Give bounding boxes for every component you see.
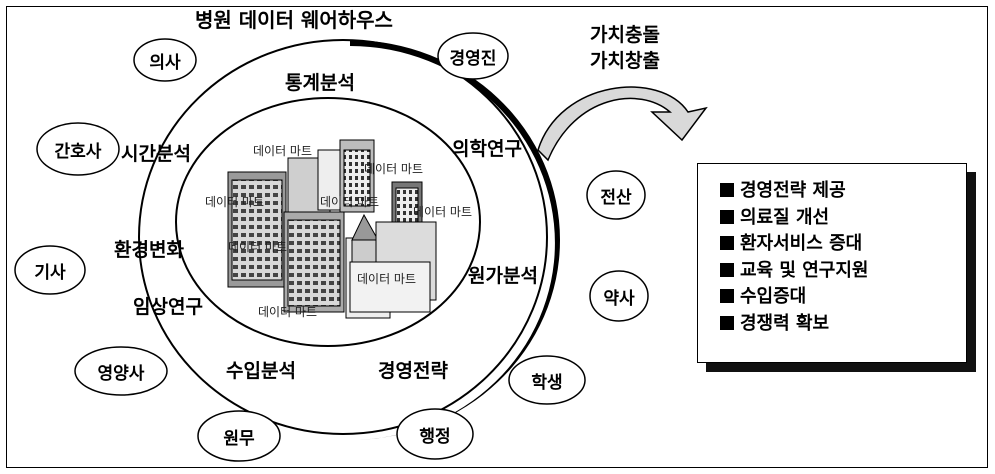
data-mart-label: 데이터 마트 (258, 305, 318, 319)
outer-circle (138, 39, 548, 435)
role-dietitian: 영양사 (74, 346, 168, 396)
role-pharmacist: 약사 (589, 270, 649, 322)
bullet-square-icon (720, 315, 734, 330)
value-labels: 가치충돌 가치창출 (590, 22, 660, 74)
label-environment-change: 환경변화 (114, 239, 184, 261)
label-cost-analysis: 원가분석 (468, 265, 538, 287)
role-nurse: 간호사 (36, 122, 120, 176)
label-clinical-research: 임상연구 (133, 296, 203, 318)
data-mart-label: 데이터 마트 (228, 240, 288, 254)
data-mart-label: 데이터 마트 (357, 272, 417, 286)
label-stats-analysis: 통계분석 (285, 72, 355, 94)
bullet-square-icon (720, 236, 734, 250)
benefit-item: 환자서비스 증대 (720, 231, 966, 258)
role-doctor: 의사 (133, 38, 197, 82)
label-medical-research: 의학연구 (452, 138, 522, 160)
data-mart-label: 데이터 마트 (413, 205, 473, 219)
benefit-item: 경영전략 제공 (720, 178, 966, 205)
benefit-item: 의료질 개선 (720, 205, 966, 232)
benefits-box: 경영전략 제공 의료질 개선 환자서비스 증대 교육 및 연구지원 수입증대 경… (697, 163, 967, 363)
data-mart-label: 데이터 마트 (364, 162, 424, 176)
bullet-square-icon (720, 289, 734, 303)
role-records: 원무 (197, 410, 281, 462)
role-admin: 행정 (396, 408, 474, 460)
inner-circle (175, 97, 481, 347)
benefit-item: 경쟁력 확보 (720, 311, 966, 338)
value-arrow (537, 86, 708, 162)
data-mart-label: 데이터 마트 (253, 144, 313, 158)
bullet-square-icon (720, 262, 734, 277)
label-revenue-analysis: 수입분석 (226, 360, 296, 382)
diagram-title: 병원 데이터 웨어하우스 (195, 8, 393, 32)
value-creation-label: 가치창출 (590, 50, 660, 72)
role-it: 전산 (586, 170, 646, 220)
buildings-illustration (227, 139, 437, 319)
role-student: 학생 (508, 355, 586, 405)
data-mart-label: 데이터 마트 (320, 195, 380, 209)
label-time-analysis: 시간분석 (121, 143, 191, 165)
value-conflict-label: 가치충돌 (590, 24, 660, 46)
label-management-strategy: 경영전략 (378, 360, 448, 382)
data-mart-label: 데이터 마트 (205, 195, 265, 209)
benefit-item: 교육 및 연구지원 (720, 258, 966, 285)
role-executive: 경영진 (437, 32, 509, 80)
bullet-square-icon (720, 209, 734, 224)
diagram-frame (6, 6, 988, 468)
role-technician: 기사 (14, 245, 86, 295)
benefits-list: 경영전략 제공 의료질 개선 환자서비스 증대 교육 및 연구지원 수입증대 경… (698, 164, 966, 337)
benefit-item: 수입증대 (720, 284, 966, 311)
bullet-square-icon (720, 183, 734, 197)
